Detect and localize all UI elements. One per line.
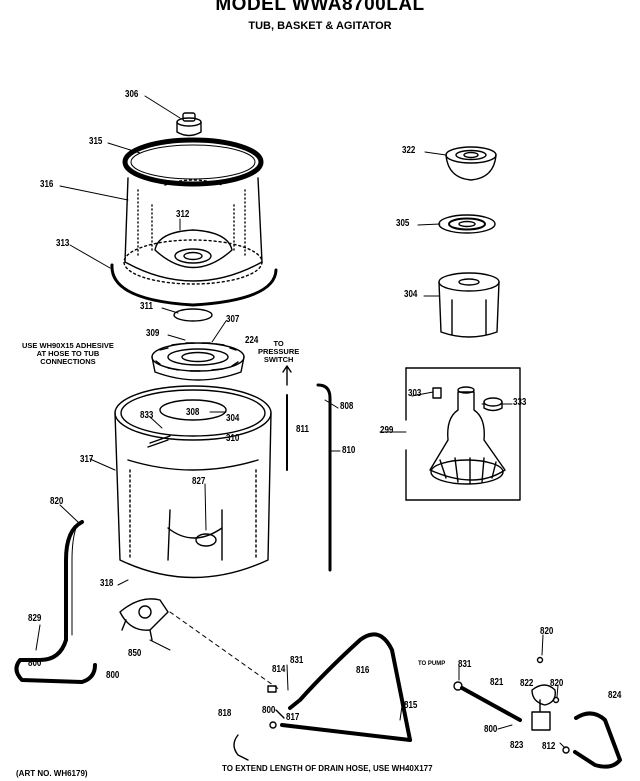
part-label-818: 818: [218, 708, 232, 719]
part-label-827: 827: [192, 476, 206, 487]
adhesive-note-line-3: CONNECTIONS: [40, 357, 96, 366]
part-label-305: 305: [396, 218, 410, 229]
clamp-820b: [538, 658, 543, 663]
clamp-812: [563, 747, 569, 753]
agitator-303: [430, 387, 505, 484]
agitator-kit-box-299: [406, 368, 520, 500]
part-label-850: 850: [128, 648, 142, 659]
guide-line: [170, 612, 280, 690]
part-label-815: 815: [404, 700, 418, 711]
section-subtitle: TUB, BASKET & AGITATOR: [248, 20, 392, 32]
hose-824: [575, 713, 620, 766]
adhesive-note-line-1: USE WH90X15 ADHESIVE: [22, 341, 114, 350]
part-label-312: 312: [176, 209, 190, 220]
adhesive-note: USE WH90X15 ADHESIVE AT HOSE TO TUB CONN…: [22, 342, 114, 366]
adhesive-note-line-2: AT HOSE TO TUB: [36, 349, 100, 358]
agitator-cap-306: [177, 113, 201, 136]
part-label-317: 317: [80, 454, 94, 465]
basket-gasket-313: [112, 265, 276, 305]
part-label-307: 307: [226, 314, 240, 325]
drain-hose-816: [290, 634, 410, 740]
part-label-306: 306: [125, 89, 139, 100]
agitator-top-304: [439, 273, 499, 337]
clamp-800c: [270, 722, 276, 728]
pressure-note-line-2: PRESSURE: [258, 347, 300, 356]
pump-850: [120, 599, 168, 640]
part-label-811: 811: [296, 424, 309, 435]
part-label-308: 308: [186, 407, 200, 418]
part-label-800-right: 800: [484, 724, 498, 735]
part-label-823: 823: [510, 740, 524, 751]
drain-hose-816-lower: [282, 725, 410, 740]
part-label-824: 824: [608, 690, 622, 701]
pressure-note-line-1: TO: [273, 339, 284, 348]
part-label-800-left: 800: [28, 658, 42, 669]
part-label-820-right: 820: [550, 678, 564, 689]
part-label-299: 299: [380, 425, 394, 436]
seal-333: [484, 398, 502, 411]
part-label-304: 304: [404, 289, 418, 300]
part-label-821: 821: [490, 677, 504, 688]
pressure-switch-note: TO PRESSURE SWITCH: [258, 340, 299, 364]
drain-hose-note: TO EXTEND LENGTH OF DRAIN HOSE, USE WH40…: [222, 764, 433, 773]
part-label-820-top: 820: [540, 626, 554, 637]
valve-823: [532, 700, 550, 730]
part-label-313: 313: [56, 238, 70, 249]
dispenser-cap-322: [446, 147, 496, 180]
clamp-831b: [454, 682, 462, 690]
clamp-817: [276, 710, 284, 718]
pressure-note-line-3: SWITCH: [263, 355, 294, 364]
part-label-315: 315: [89, 136, 103, 147]
seal-311: [174, 309, 212, 321]
part-label-820: 820: [50, 496, 64, 507]
part-label-304-tub: 304: [226, 413, 240, 424]
part-label-303: 303: [408, 388, 422, 399]
part-label-310: 310: [226, 433, 240, 444]
hose-821: [462, 688, 520, 720]
part-label-311: 311: [140, 301, 153, 312]
part-label-831-right: 831: [458, 659, 472, 670]
fill-hose-810: [318, 385, 330, 570]
spin-hub-307: [152, 343, 244, 380]
part-label-831: 831: [290, 655, 304, 666]
part-label-800-drain: 800: [262, 705, 276, 716]
hose-hook-818: [234, 735, 248, 760]
part-label-812: 812: [542, 741, 556, 752]
part-label-816: 816: [356, 665, 370, 676]
agitator-dogs-305: [439, 215, 495, 233]
part-label-800-pump: 800: [106, 670, 120, 681]
art-number: (ART NO. WH6179): [16, 769, 88, 778]
clamp-820c: [554, 698, 559, 703]
basket-316: [124, 178, 262, 284]
part-label-829: 829: [28, 613, 42, 624]
part-label-322: 322: [402, 145, 416, 156]
part-label-808: 808: [340, 401, 354, 412]
part-label-814: 814: [272, 664, 286, 675]
part-label-224: 224: [245, 335, 259, 346]
part-label-309: 309: [146, 328, 160, 339]
part-label-316: 316: [40, 179, 54, 190]
part-label-333: 333: [513, 397, 527, 408]
pressure-arrow: [283, 366, 291, 385]
leader-lines: [36, 96, 565, 748]
part-label-318: 318: [100, 578, 114, 589]
outer-tub-317: [115, 386, 271, 578]
part-label-817: 817: [286, 712, 300, 723]
part-label-833: 833: [140, 410, 154, 421]
drain-hose-820: [16, 522, 95, 682]
balance-ring-315: [125, 140, 261, 184]
clamp-814: [268, 686, 276, 692]
drain-hose-820-inner: [72, 528, 76, 635]
part-label-810: 810: [342, 445, 356, 456]
part-label-822: 822: [520, 678, 534, 689]
model-title: MODEL WWA8700LAL: [215, 0, 425, 15]
to-pump-note: TO PUMP: [418, 661, 446, 667]
